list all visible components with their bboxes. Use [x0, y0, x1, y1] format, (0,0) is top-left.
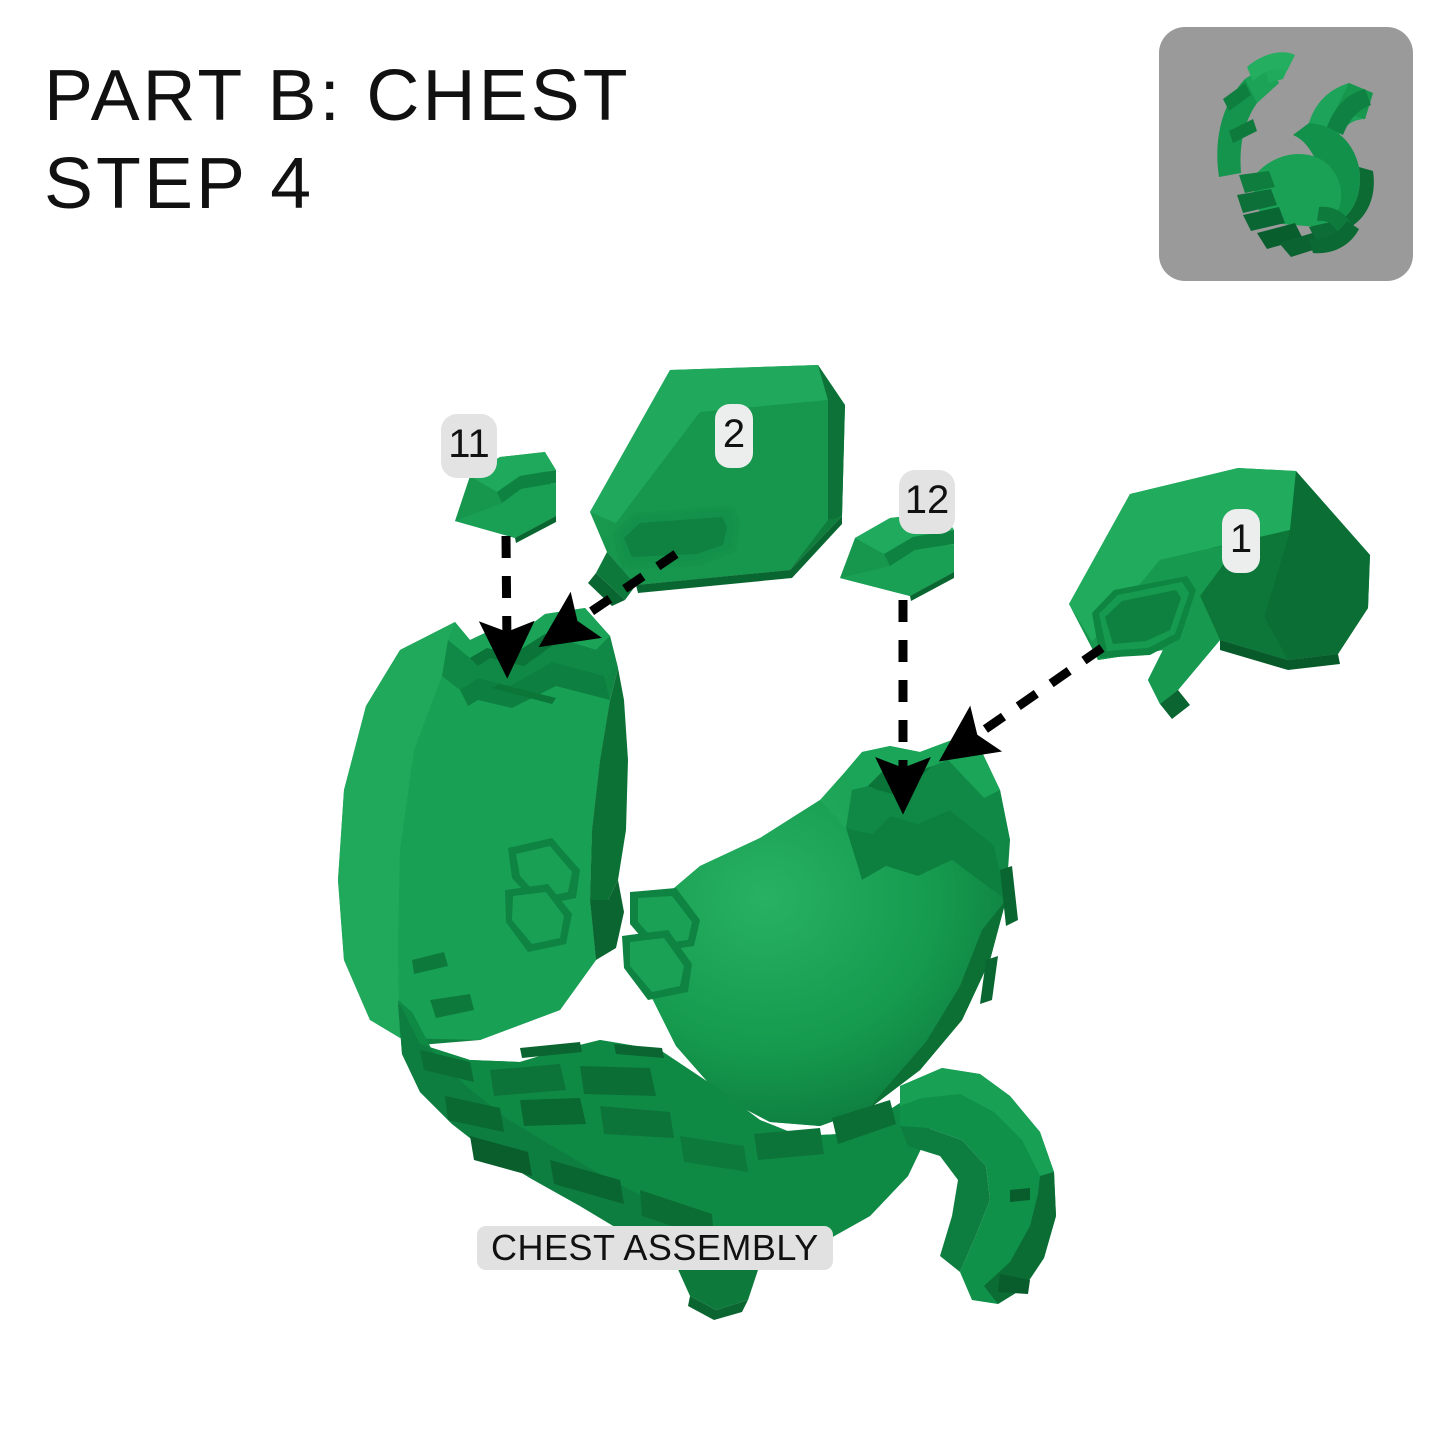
part-number-badge-11[interactable]: 11 [441, 414, 497, 478]
part-number-label: 12 [904, 478, 950, 522]
title-line-step: STEP 4 [44, 144, 315, 224]
part-1-piece [1069, 468, 1370, 719]
part-number-badge-2[interactable]: 2 [715, 404, 753, 468]
part-number-badge-1[interactable]: 1 [1222, 509, 1260, 573]
thumbnail-model-icon [1217, 52, 1374, 257]
assembly-arrows [478, 535, 1105, 815]
assembly-name-badge: CHEST ASSEMBLY [477, 1226, 833, 1270]
chest-assembly-model [338, 608, 1056, 1320]
part-number-label: 11 [448, 422, 490, 466]
arrow-part-1-to-socket [938, 644, 1105, 762]
part-2-piece [588, 365, 845, 606]
arrow-part-2-to-socket [538, 550, 679, 648]
part-number-badge-12[interactable]: 12 [899, 470, 955, 534]
part-number-label: 1 [1229, 517, 1253, 561]
chest-assembly-thumbnail [1159, 27, 1413, 281]
page-title: PART B: CHEST STEP 4 [44, 52, 804, 228]
part-number-label: 2 [722, 412, 746, 456]
assembly-name-label: CHEST ASSEMBLY [491, 1227, 819, 1268]
arrow-part-11-to-socket [478, 535, 535, 679]
title-line-part: PART B: CHEST [44, 56, 631, 136]
